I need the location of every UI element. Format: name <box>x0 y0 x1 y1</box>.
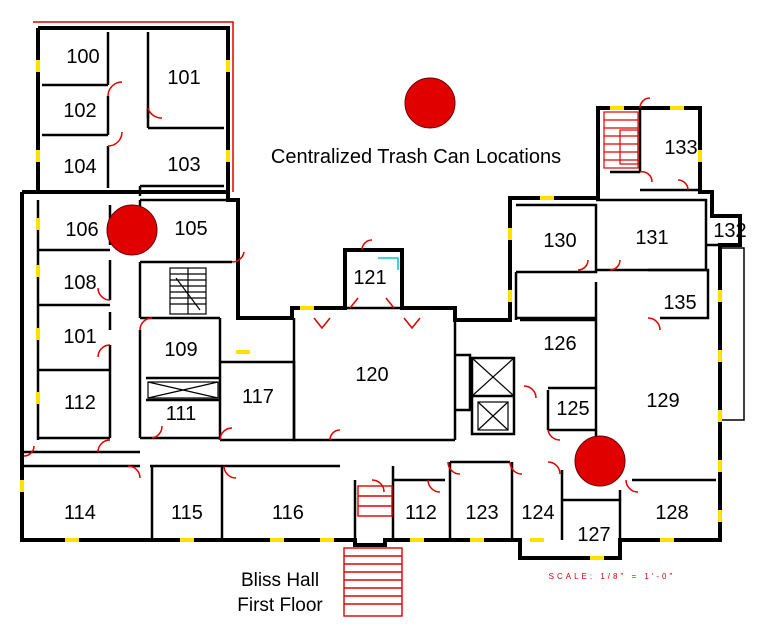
room-121: 121 <box>353 267 386 289</box>
room-128: 128 <box>655 502 688 524</box>
room-100: 100 <box>66 46 99 68</box>
room-112-west: 112 <box>64 392 96 414</box>
room-101-west: 101 <box>63 326 96 348</box>
room-labels: 100 101 102 103 104 106 105 108 101 109 … <box>63 46 746 546</box>
building-name: Bliss Hall <box>241 570 319 591</box>
room-126: 126 <box>543 333 576 355</box>
cyan-detail <box>378 257 399 270</box>
room-127: 127 <box>577 524 610 546</box>
room-133: 133 <box>664 137 697 159</box>
room-111: 111 <box>166 403 196 425</box>
entrance-steps <box>343 485 403 617</box>
west-wing-trim <box>33 21 234 192</box>
room-109: 109 <box>164 339 197 361</box>
scale-note: SCALE: 1/8" = 1'-0" <box>549 572 676 581</box>
east-stair-enclosure <box>722 247 745 421</box>
door-swings <box>23 81 689 493</box>
room-106: 106 <box>65 219 98 241</box>
windows <box>20 60 722 560</box>
room-104: 104 <box>63 156 96 178</box>
room-124: 124 <box>521 502 554 524</box>
stair-west <box>169 267 207 315</box>
room-135: 135 <box>663 292 696 314</box>
room-125: 125 <box>556 398 589 420</box>
room-115: 115 <box>171 502 203 524</box>
room-102: 102 <box>63 100 96 122</box>
room-114: 114 <box>64 502 96 524</box>
exterior-walls <box>20 26 742 560</box>
room-108: 108 <box>63 272 96 294</box>
room-101-north: 101 <box>167 67 200 89</box>
room-117: 117 <box>242 386 274 408</box>
room-116: 116 <box>272 502 304 524</box>
room-129: 129 <box>646 390 679 412</box>
floor-name: First Floor <box>237 595 323 616</box>
trash-can-marker-west <box>106 204 158 256</box>
trash-can-legend-marker <box>404 77 456 129</box>
room-123: 123 <box>465 502 498 524</box>
interior-walls <box>22 32 740 540</box>
room-112-south: 112 <box>405 502 437 524</box>
room-103: 103 <box>167 154 200 176</box>
room-132: 132 <box>713 220 746 242</box>
stair-east <box>603 111 639 169</box>
room-105: 105 <box>174 218 207 240</box>
legend-label: Centralized Trash Can Locations <box>271 146 561 168</box>
trash-can-marker-east <box>574 435 626 487</box>
room-130: 130 <box>543 230 576 252</box>
room-131: 131 <box>635 227 668 249</box>
elevator <box>147 357 515 431</box>
room-120: 120 <box>355 364 388 386</box>
